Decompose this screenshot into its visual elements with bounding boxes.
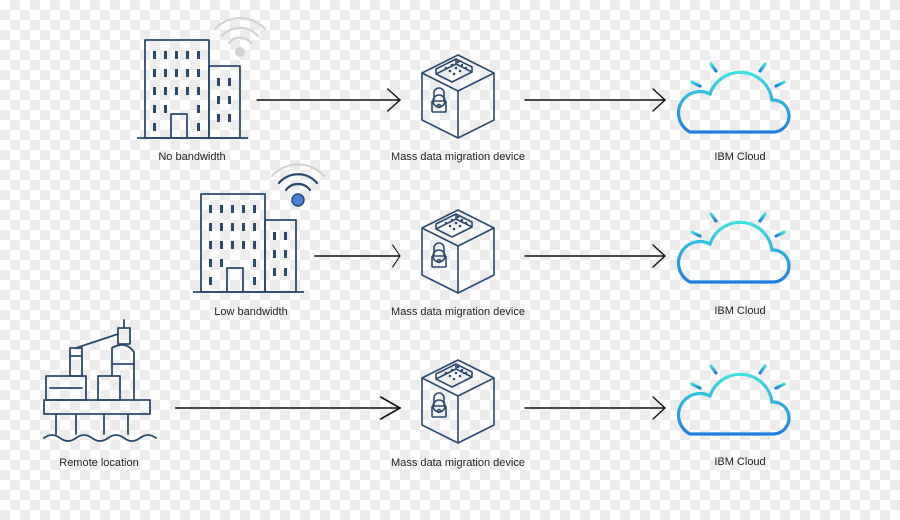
arrow-to-cloud bbox=[524, 396, 666, 420]
ibm-cloud-icon bbox=[676, 357, 791, 436]
device-label: Mass data migration device bbox=[391, 306, 525, 318]
row-no-bandwidth: No bandwidth Mass data migration device … bbox=[136, 16, 791, 163]
arrow-to-device bbox=[313, 244, 401, 268]
arrow-to-cloud bbox=[524, 88, 666, 112]
locked-device-icon bbox=[421, 54, 495, 139]
locked-device-icon bbox=[421, 209, 495, 294]
ibm-cloud-icon bbox=[676, 55, 791, 134]
locked-device-icon bbox=[421, 359, 495, 444]
cloud-label: IBM Cloud bbox=[714, 456, 765, 468]
cloud-label: IBM Cloud bbox=[714, 305, 765, 317]
source-label: Low bandwidth bbox=[214, 306, 287, 318]
ibm-cloud-icon bbox=[676, 205, 791, 284]
device-label: Mass data migration device bbox=[391, 151, 525, 163]
arrow-to-device bbox=[256, 88, 401, 112]
office-building-icon bbox=[192, 193, 305, 293]
wifi-signal-icon-faded bbox=[213, 16, 267, 57]
wifi-signal-icon bbox=[270, 163, 326, 207]
row-low-bandwidth: Low bandwidth Mass data migration device… bbox=[192, 163, 791, 318]
device-label: Mass data migration device bbox=[391, 457, 525, 469]
arrow-to-device bbox=[174, 395, 402, 421]
row-remote-location: Remote location Mass data migration devi… bbox=[43, 319, 791, 469]
oil-rig-icon bbox=[43, 319, 157, 442]
arrow-to-cloud bbox=[524, 244, 666, 268]
office-building-icon bbox=[136, 39, 249, 139]
source-label: Remote location bbox=[59, 457, 139, 469]
cloud-label: IBM Cloud bbox=[714, 151, 765, 163]
source-label: No bandwidth bbox=[158, 151, 225, 163]
